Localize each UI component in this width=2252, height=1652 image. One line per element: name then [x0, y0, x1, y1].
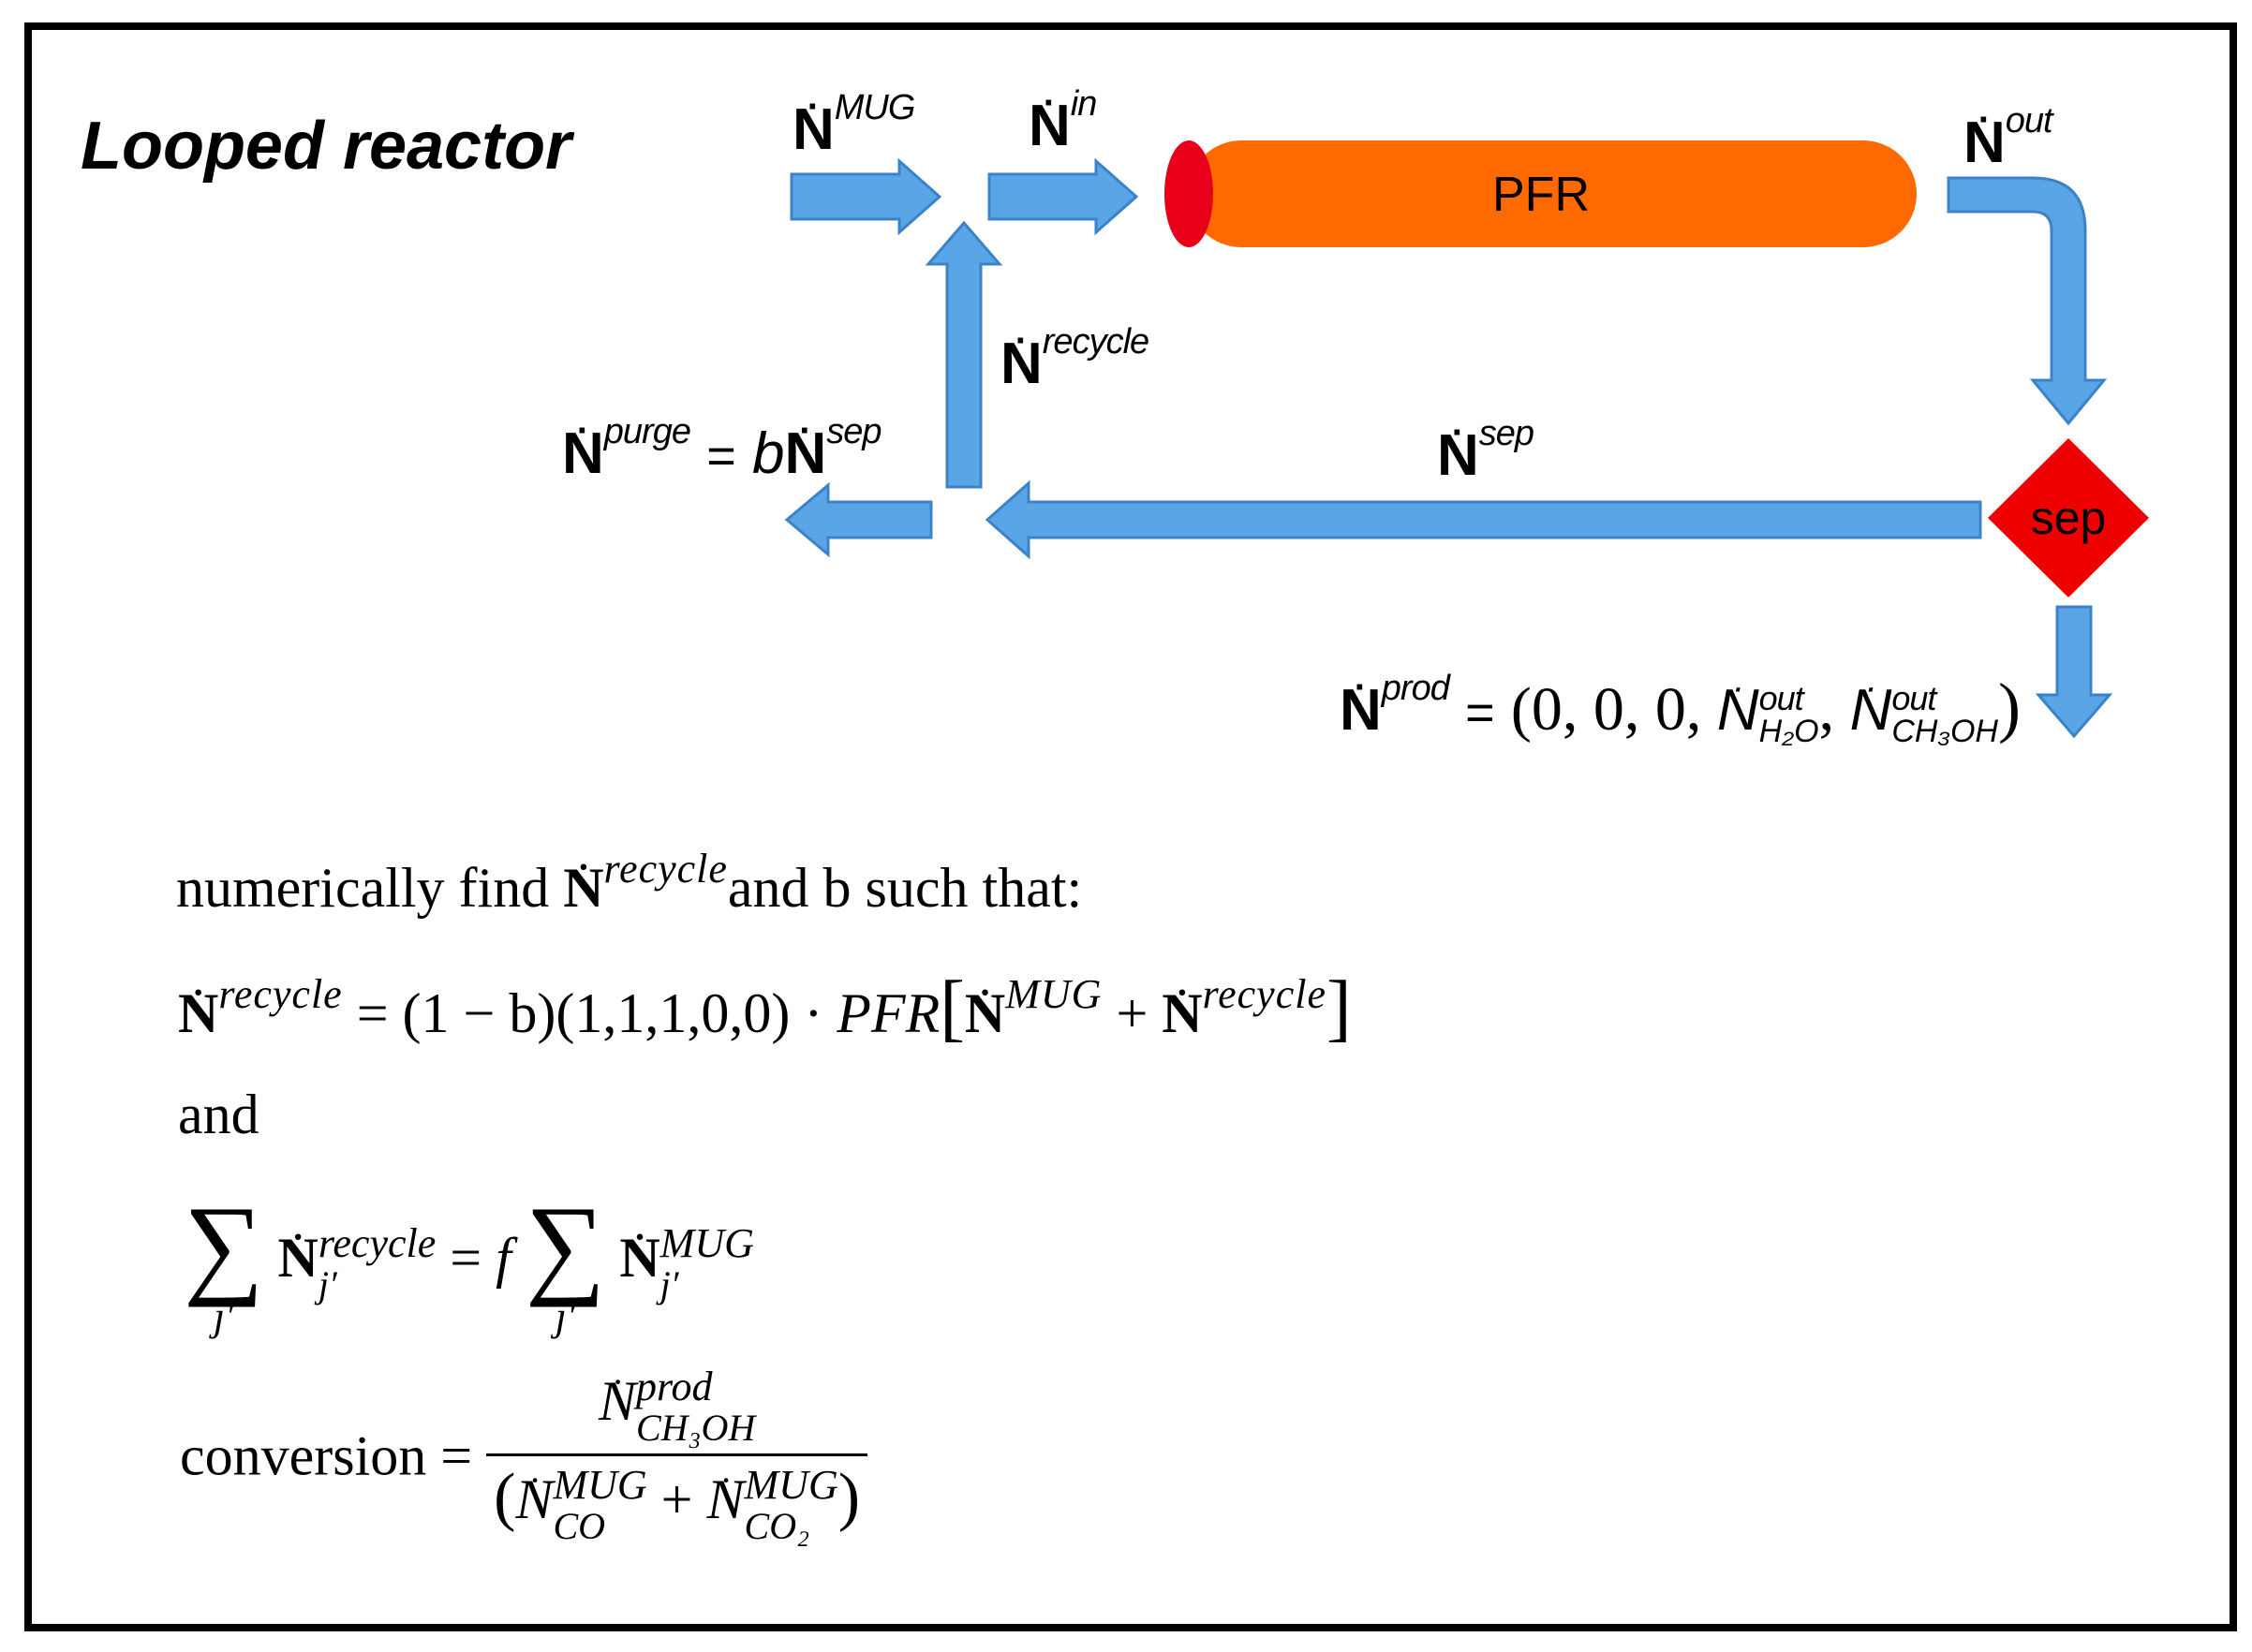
recycle-equation: ·Nrecycle = (1 − b)(1,1,1,0,0) · PFR[·NM… — [178, 966, 1352, 1049]
label-n-in: ·Nin — [1029, 82, 1097, 158]
pfr-body — [1188, 140, 1917, 247]
pfr-cap — [1164, 140, 1213, 247]
label-n-sep: ·Nsep — [1437, 412, 1534, 488]
statement-line: numerically find ·Nrecycleand b such tha… — [176, 846, 1083, 919]
diagram-title: Looped reactor — [81, 109, 572, 184]
slide-frame — [24, 22, 2237, 1631]
and-text: and — [178, 1084, 259, 1145]
label-n-recycle: ·Nrecycle — [1000, 320, 1149, 396]
out-arrow — [1947, 176, 2108, 426]
sep-label: sep — [2031, 492, 2107, 544]
prod-arrow — [2035, 605, 2113, 739]
sep-arrow — [985, 479, 1982, 560]
mug-arrow — [790, 157, 942, 236]
pfr-label: PFR — [1492, 168, 1590, 222]
recycle-arrow — [925, 220, 1003, 489]
label-n-mug: ·NMUG — [793, 86, 915, 162]
label-n-purge: ·Npurge = b·Nsep — [562, 410, 882, 486]
sep-diamond — [1988, 438, 2149, 597]
in-arrow — [987, 157, 1139, 236]
label-n-out: ·Nout — [1963, 99, 2053, 175]
purge-arrow — [784, 481, 933, 558]
